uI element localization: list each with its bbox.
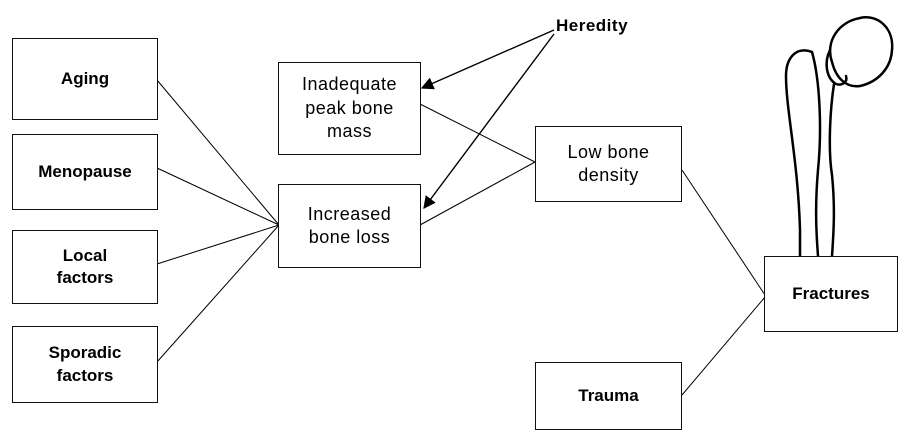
femur-shaft-right-outline <box>828 82 836 258</box>
low-bone-density-box: Low bone density <box>535 126 682 202</box>
heredity-arrow-to-increased-loss <box>423 33 555 210</box>
increased-bone-loss-label: Increased bone loss <box>307 203 392 247</box>
menopause-box: Menopause <box>12 134 158 210</box>
edge-local-factors-to-increased-loss <box>156 224 280 265</box>
edge-sporadic-factors-to-increased-loss <box>156 224 280 363</box>
sporadic-factors-box: Sporadic factors <box>12 326 158 403</box>
inadequate-peak-bone-mass-label: Inadequate peak bone mass <box>301 74 398 142</box>
fractures-label: Fractures <box>792 283 870 303</box>
trauma-label: Trauma <box>578 385 639 405</box>
femur-illustration <box>784 16 894 260</box>
menopause-label: Menopause <box>38 161 132 181</box>
trauma-box: Trauma <box>535 362 682 430</box>
edge-aging-to-increased-loss <box>156 79 280 226</box>
local-factors-label: Local factors <box>56 245 114 287</box>
increased-bone-loss-box: Increased bone loss <box>278 184 421 268</box>
inadequate-peak-bone-mass-box: Inadequate peak bone mass <box>278 62 421 155</box>
edge-menopause-to-increased-loss <box>156 167 280 226</box>
heredity-arrow-to-inadequate-peak <box>420 29 555 90</box>
heredity-label: Heredity <box>556 16 629 35</box>
sporadic-factors-label: Sporadic factors <box>48 343 122 385</box>
local-factors-box: Local factors <box>12 230 158 304</box>
aging-box: Aging <box>12 38 158 120</box>
edge-increased-loss-to-low-density <box>419 161 536 226</box>
femur-shaft-left-outline <box>784 49 814 260</box>
fractures-box: Fractures <box>764 256 898 332</box>
edge-low-density-to-fractures <box>681 169 766 296</box>
femur-neck-outline <box>825 48 848 86</box>
femur-head-outline <box>828 16 894 88</box>
edge-inadequate-peak-to-low-density <box>419 103 536 163</box>
edge-trauma-to-fractures <box>681 296 766 396</box>
femur-shaft-inner-outline <box>810 50 822 258</box>
low-bone-density-label: Low bone density <box>567 141 650 185</box>
aging-label: Aging <box>60 68 110 88</box>
